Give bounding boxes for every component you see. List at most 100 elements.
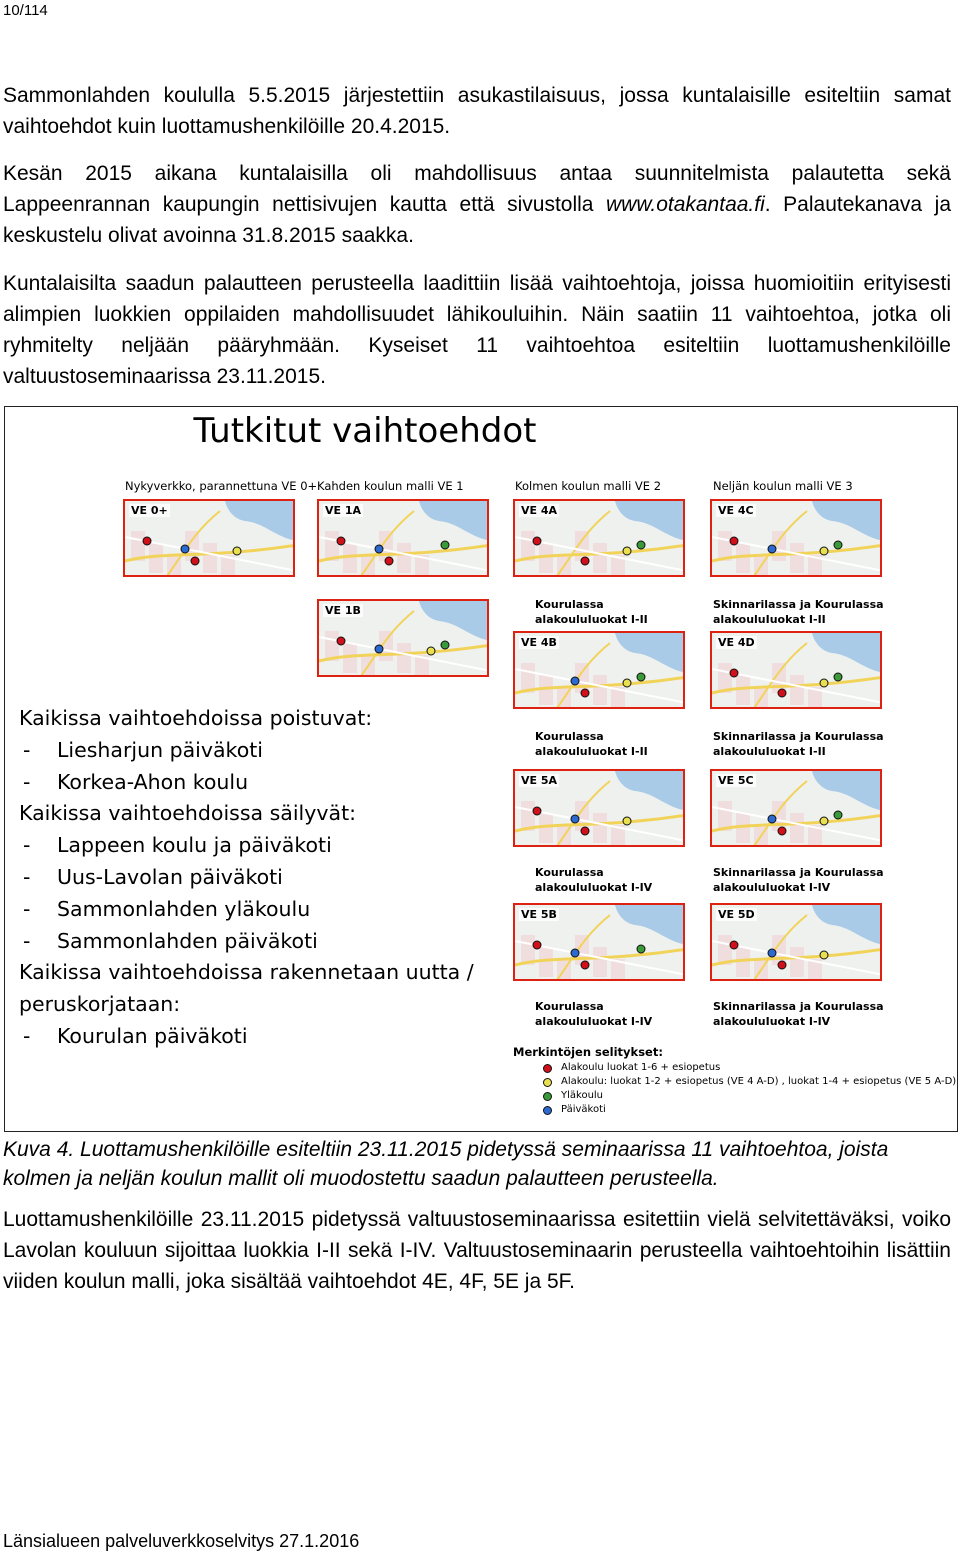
lake-shape (419, 501, 487, 541)
legend-marker-icon (543, 1106, 552, 1115)
road-line (319, 536, 487, 572)
block-shape (611, 687, 625, 707)
road-line (712, 544, 880, 563)
school-marker (819, 816, 829, 826)
paragraph-1: Sammonlahden koululla 5.5.2015 järjestet… (3, 84, 951, 138)
school-marker (833, 672, 843, 682)
map-panel-ve0plus: VE 0+ (123, 499, 295, 577)
block-shape (611, 825, 625, 845)
road-line (556, 914, 611, 979)
lake-shape (812, 771, 880, 811)
alternatives-figure: Tutkitut vaihtoehdot Nykyverkko, paranne… (4, 406, 958, 1132)
school-marker (729, 940, 739, 950)
map-panel-ve4c: VE 4C (710, 499, 882, 577)
legend-label: Alakoulu luokat 1-6 + esiopetus (561, 1062, 721, 1073)
summary-heading: Kaikissa vaihtoehdoissa rakennetaan uutt… (19, 960, 474, 985)
block-shape (593, 813, 607, 843)
block-shape (539, 813, 553, 843)
list-dash: - (23, 833, 31, 858)
block-shape (808, 687, 822, 707)
school-marker (777, 826, 787, 836)
map-panel-ve4a: VE 4A (513, 499, 685, 577)
list-dash: - (23, 864, 31, 889)
school-marker (819, 546, 829, 556)
school-marker (729, 536, 739, 546)
map-panel-ve5c: VE 5C (710, 769, 882, 847)
road-line (753, 510, 808, 575)
panel-label: VE 4D (716, 636, 757, 649)
school-marker (729, 668, 739, 678)
note-line: alakouluIuokat I-IV (713, 881, 831, 894)
list-dash: - (23, 896, 31, 921)
block-shape (736, 543, 750, 573)
school-marker (833, 540, 843, 550)
legend-item: Alakoulu: luokat 1-2 + esiopetus (VE 4 A… (513, 1075, 956, 1089)
legend-title: Merkintöjen selitykset: (513, 1045, 663, 1059)
block-shape (149, 543, 163, 573)
school-marker (636, 540, 646, 550)
page-number: 10/114 (3, 2, 48, 19)
figure-caption: Kuva 4. Luottamushenkilöille esiteltiin … (3, 1138, 889, 1190)
school-marker (374, 544, 384, 554)
block-shape (611, 555, 625, 575)
list-dash: - (23, 737, 31, 762)
road-line (515, 676, 683, 695)
lake-shape (812, 905, 880, 945)
road-line (515, 668, 683, 704)
map-legend: Merkintöjen selitykset: Alakoulu luokat … (513, 1045, 956, 1117)
block-shape (736, 675, 750, 705)
road-line (515, 814, 683, 833)
block-shape (539, 947, 553, 977)
road-line (166, 510, 221, 575)
school-marker (833, 810, 843, 820)
note-line: alakouluIuokat I-II (535, 613, 648, 626)
panel-label: VE 4A (519, 504, 560, 517)
block-shape (808, 555, 822, 575)
note-line: alakouluIuokat I-IV (713, 1015, 831, 1028)
road-line (712, 668, 880, 704)
block-shape (790, 947, 804, 977)
map-background (515, 501, 683, 575)
road-line (556, 780, 611, 845)
summary-item-text: Liesharjun päiväkoti (57, 737, 263, 762)
school-marker (622, 816, 632, 826)
road-line (556, 642, 611, 707)
note-line: alakouluIuokat I-II (713, 745, 826, 758)
map-background (319, 601, 487, 675)
road-line (515, 948, 683, 967)
lake-shape (812, 633, 880, 673)
panel-label: VE 5C (716, 774, 756, 787)
figure-title: Tutkitut vaihtoehdot (193, 411, 537, 451)
block-shape (203, 543, 217, 573)
legend-label: Alakoulu: luokat 1-2 + esiopetus (VE 4 A… (561, 1076, 957, 1087)
school-marker (622, 546, 632, 556)
lake-shape (225, 501, 293, 541)
legend-item: Päiväkoti (513, 1103, 956, 1117)
school-marker (636, 672, 646, 682)
school-marker (580, 826, 590, 836)
summary-item: -Sammonlahden päiväkoti (19, 926, 519, 958)
legend-label: Yläkoulu (561, 1090, 604, 1101)
legend-marker-icon (543, 1078, 552, 1087)
school-marker (767, 544, 777, 554)
summary-list: Kaikissa vaihtoehdoissa poistuvat: -Lies… (19, 703, 519, 1053)
summary-item: - Liesharjun päiväkoti (19, 735, 519, 767)
school-marker (570, 948, 580, 958)
lake-shape (615, 905, 683, 945)
legend-label: Päiväkoti (561, 1104, 606, 1115)
summary-item: -Kourulan päiväkoti (19, 1021, 519, 1053)
list-dash: - (23, 769, 31, 794)
school-marker (374, 644, 384, 654)
school-marker (819, 950, 829, 960)
list-dash: - (23, 928, 31, 953)
road-line (712, 806, 880, 842)
website-link[interactable]: www.otakantaa.fi (606, 193, 765, 216)
school-marker (232, 546, 242, 556)
block-shape (593, 675, 607, 705)
block-shape (593, 543, 607, 573)
road-line (515, 940, 683, 976)
